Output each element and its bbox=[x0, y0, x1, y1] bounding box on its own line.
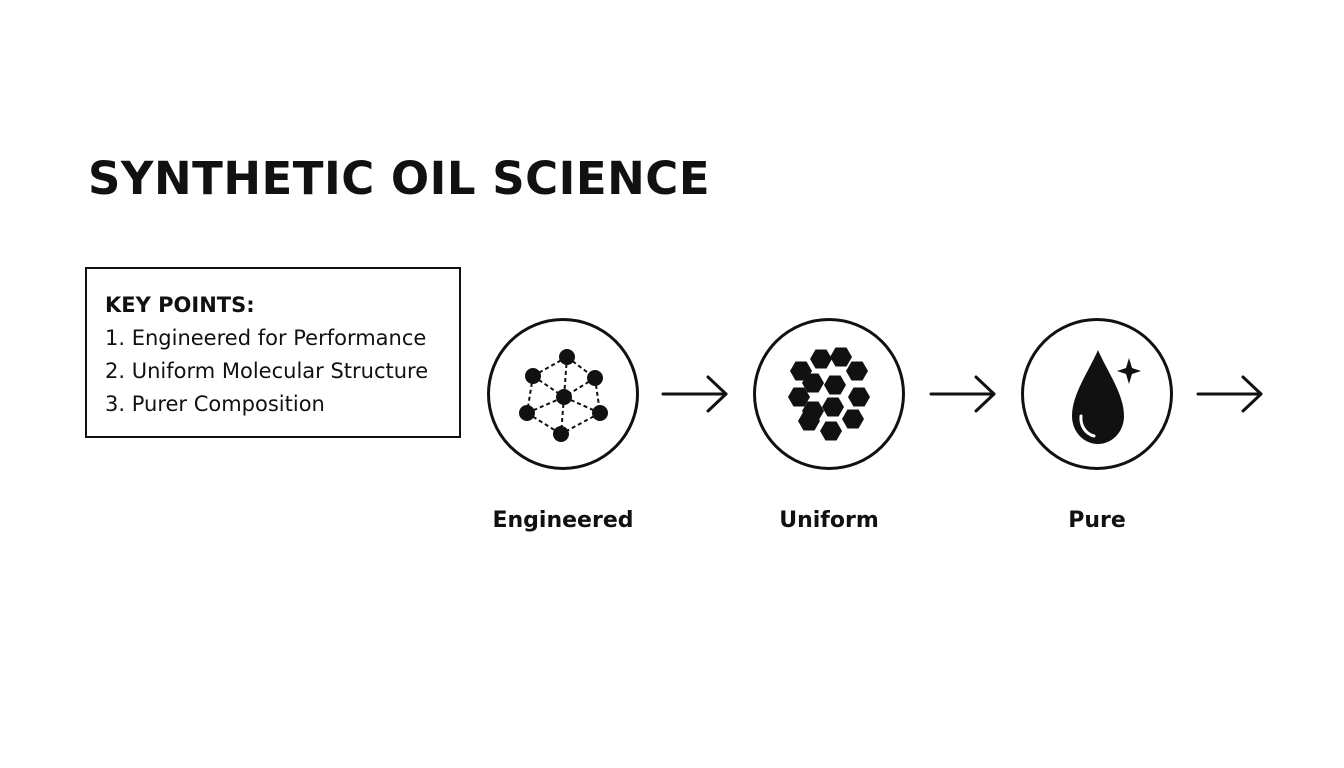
hexagon-shape bbox=[788, 387, 810, 407]
molecule-network-icon bbox=[519, 349, 608, 442]
oil-drop-sparkle-icon bbox=[1072, 350, 1141, 444]
hexagon-shape bbox=[846, 361, 868, 381]
key-points-list: 1. Engineered for Performance 2. Uniform… bbox=[105, 322, 459, 421]
hexagon-shape bbox=[824, 375, 846, 395]
hexagon-shape bbox=[822, 397, 844, 417]
step-circle-engineered bbox=[487, 318, 639, 470]
key-point-item: 1. Engineered for Performance bbox=[105, 326, 427, 350]
step-label-engineered: Engineered bbox=[492, 508, 634, 533]
arrow-right-icon bbox=[1196, 375, 1263, 413]
key-points-heading: KEY POINTS: bbox=[105, 293, 255, 317]
step-label-pure: Pure bbox=[1068, 508, 1126, 533]
hexagon-shape bbox=[842, 409, 864, 429]
step-circle-uniform bbox=[753, 318, 905, 470]
arrow-right-icon bbox=[929, 375, 996, 413]
key-point-item: 2. Uniform Molecular Structure bbox=[105, 359, 429, 383]
hexagon-shape bbox=[798, 411, 820, 431]
hexagon-shape bbox=[802, 373, 824, 393]
hexagon-shape bbox=[820, 421, 842, 441]
arrow-right-icon bbox=[661, 375, 728, 413]
key-point-item: 3. Purer Composition bbox=[105, 392, 325, 416]
hexagon-cluster-icon bbox=[788, 347, 870, 441]
hexagon-shape bbox=[810, 349, 832, 369]
hexagon-shape bbox=[848, 387, 870, 407]
step-circle-pure bbox=[1021, 318, 1173, 470]
key-points-box: KEY POINTS: 1. Engineered for Performanc… bbox=[85, 267, 461, 438]
step-label-uniform: Uniform bbox=[779, 508, 879, 533]
page-title: SYNTHETIC OIL SCIENCE bbox=[88, 152, 711, 205]
hexagon-shape bbox=[830, 347, 852, 367]
